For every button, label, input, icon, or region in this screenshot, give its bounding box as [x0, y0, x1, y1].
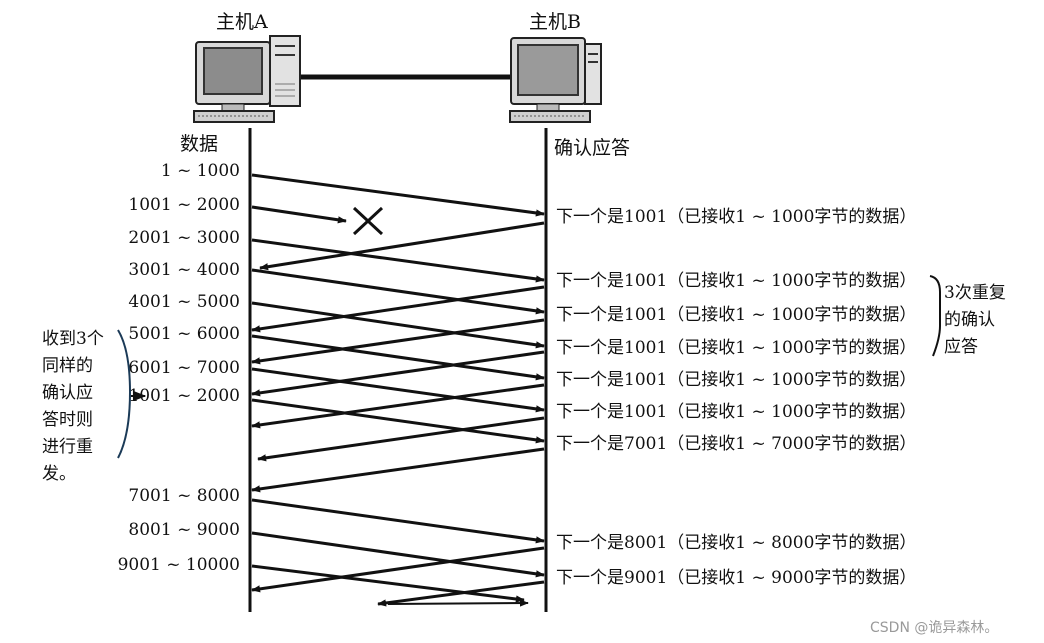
- segment-label: 4001 ~ 5000: [128, 292, 240, 312]
- ack-arrow: [251, 350, 545, 397]
- host-b-computer-icon: [509, 37, 602, 123]
- host-a-name: 主机A: [216, 11, 268, 33]
- ack-arrow: [251, 318, 545, 365]
- ack-label: 下一个是1001（已接收1 ~ 1000字节的数据）: [556, 207, 916, 227]
- segment-4-arrow: [251, 268, 545, 315]
- duplicate-ack-brace: [929, 275, 941, 357]
- resend-note-line: 同样的: [42, 356, 93, 376]
- ack-label: 下一个是9001（已接收1 ~ 9000字节的数据）: [556, 568, 916, 588]
- resend-note-line: 收到3个: [42, 329, 104, 349]
- duplicate-ack-note-line: 的确认: [944, 310, 995, 330]
- segment-label: 6001 ~ 7000: [128, 358, 240, 378]
- segment-label: 7001 ~ 8000: [128, 486, 240, 506]
- ack-arrow: [257, 416, 545, 462]
- segment-9-arrow: [251, 531, 545, 578]
- packet-loss-x-icon: [352, 206, 384, 236]
- segment-label: 8001 ~ 9000: [128, 520, 240, 540]
- segment-5-arrow: [251, 301, 545, 349]
- host-b-column-label: 确认应答: [554, 137, 630, 159]
- ack-label: 下一个是1001（已接收1 ~ 1000字节的数据）: [556, 338, 916, 358]
- ack-arrow: [251, 285, 545, 333]
- segment-1-arrow: [251, 173, 545, 217]
- ack-label: 下一个是1001（已接收1 ~ 1000字节的数据）: [556, 271, 916, 291]
- ack-label: 下一个是1001（已接收1 ~ 1000字节的数据）: [556, 305, 916, 325]
- ack-arrow: [251, 546, 545, 593]
- segment-lost-arrow: [251, 205, 347, 224]
- watermark: CSDN @诡异森林。: [870, 620, 998, 636]
- segment-8-arrow: [251, 498, 545, 544]
- tail-arrow: [387, 599, 529, 607]
- segment-10-arrow: [251, 564, 525, 603]
- duplicate-ack-note-line: 应答: [944, 337, 978, 357]
- duplicate-ack-note-line: 3次重复: [944, 283, 1006, 303]
- resend-note-line: 发。: [42, 464, 76, 484]
- segment-label: 9001 ~ 10000: [118, 555, 240, 575]
- host-a-column-label: 数据: [180, 133, 218, 155]
- host-b-name: 主机B: [529, 11, 581, 33]
- segment-3-arrow: [251, 238, 545, 283]
- ack-arrow: [251, 447, 545, 493]
- ack-label: 下一个是8001（已接收1 ~ 8000字节的数据）: [556, 533, 916, 553]
- ack-label: 下一个是1001（已接收1 ~ 1000字节的数据）: [556, 370, 916, 390]
- ack-label: 下一个是7001（已接收1 ~ 7000字节的数据）: [556, 434, 916, 454]
- retransmit-arrow: [251, 398, 545, 444]
- segment-label: 2001 ~ 3000: [128, 228, 240, 248]
- segment-label: 3001 ~ 4000: [128, 260, 240, 280]
- ack-arrow: [377, 580, 545, 607]
- ack-label: 下一个是1001（已接收1 ~ 1000字节的数据）: [556, 402, 916, 422]
- segment-label-retransmit: 1001 ~ 2000: [128, 386, 240, 406]
- ack-arrow: [251, 383, 545, 429]
- segment-label: 5001 ~ 6000: [128, 324, 240, 344]
- resend-note-line: 进行重: [42, 437, 93, 457]
- resend-note-line: 确认应: [42, 383, 93, 403]
- resend-note-line: 答时则: [42, 410, 93, 430]
- resend-note-brace: [117, 329, 132, 459]
- host-a-computer-icon: [193, 35, 301, 123]
- ack-arrow: [259, 221, 545, 271]
- segment-7-arrow: [251, 367, 545, 413]
- segment-label: 1 ~ 1000: [161, 161, 240, 181]
- segment-6-arrow: [251, 334, 545, 381]
- segment-label: 1001 ~ 2000: [128, 195, 240, 215]
